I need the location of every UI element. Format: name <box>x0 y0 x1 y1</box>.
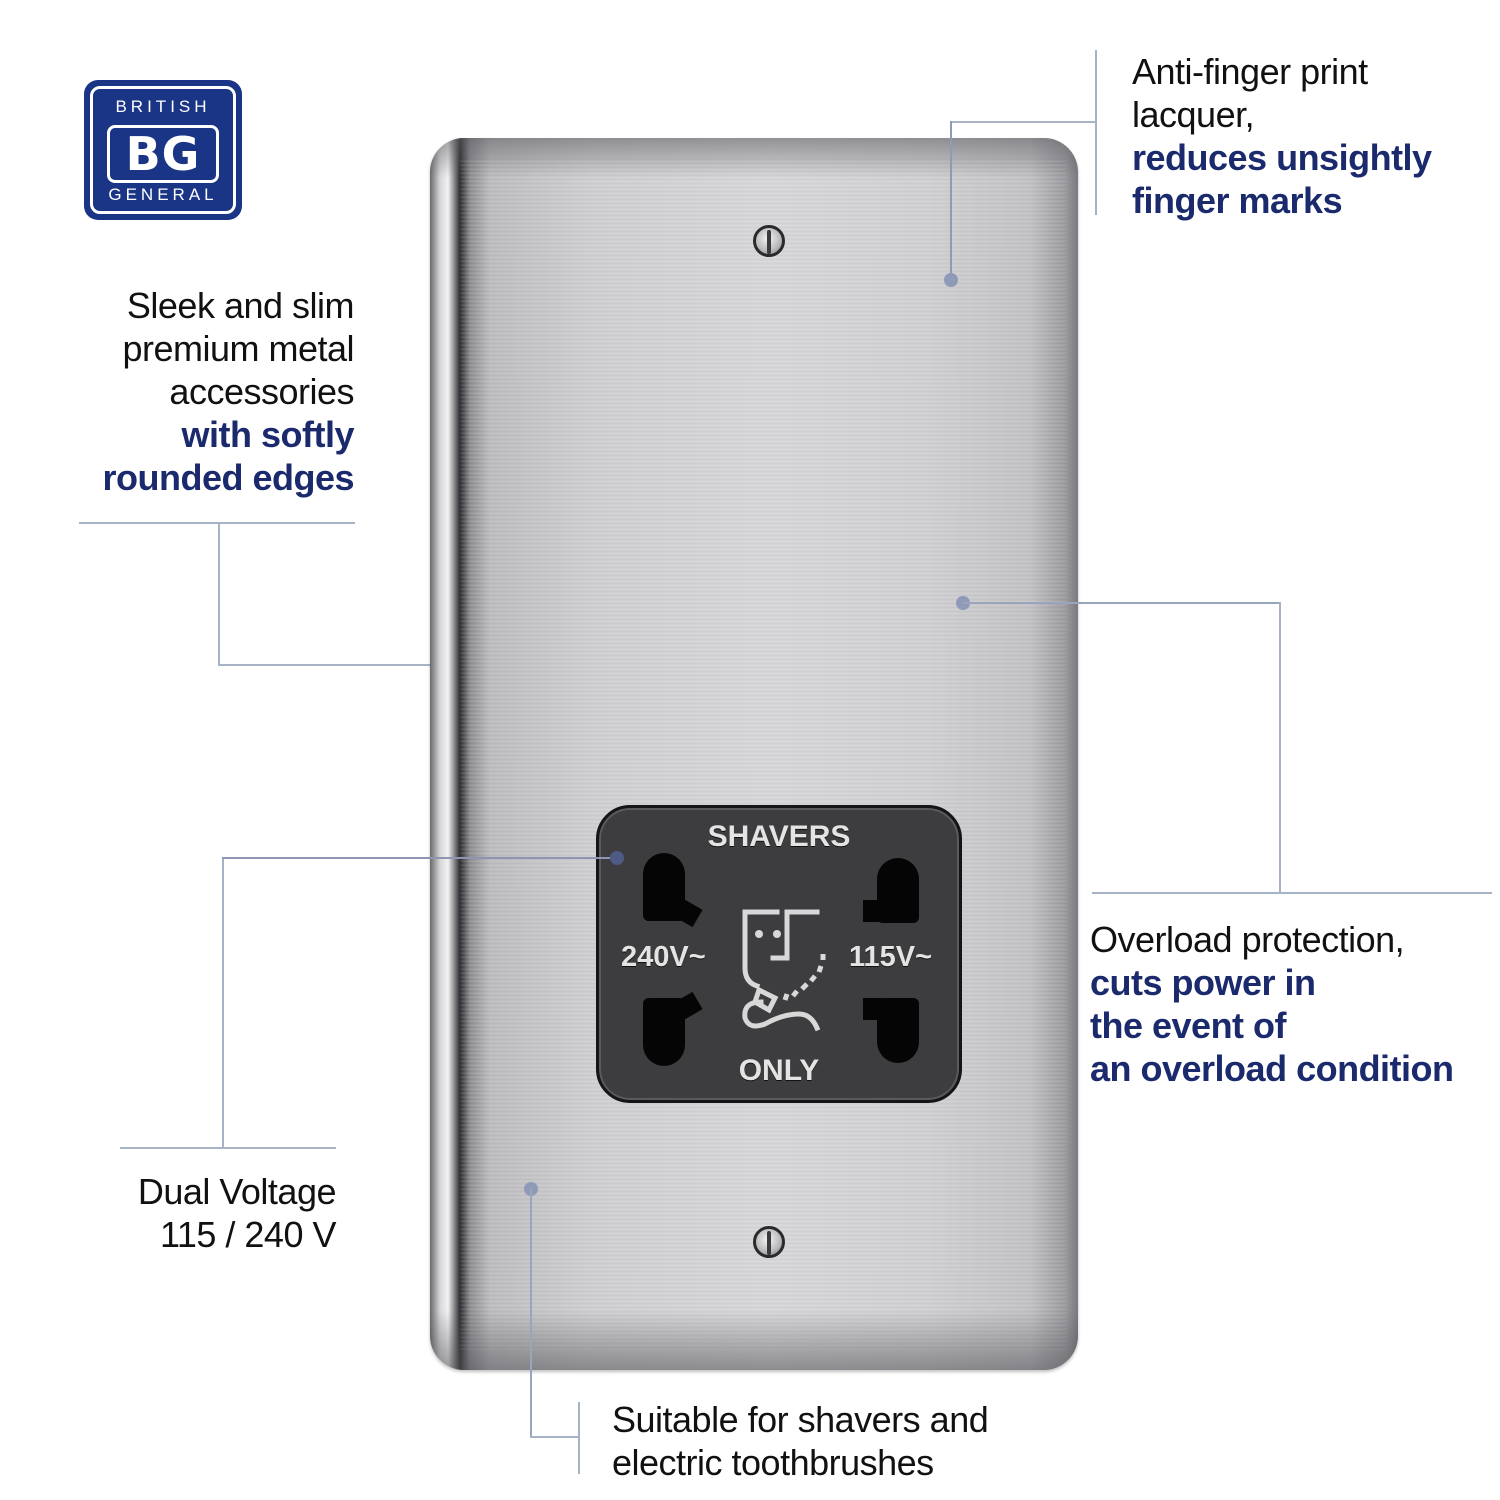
connector-line <box>578 1402 580 1474</box>
connector-line <box>530 1436 580 1438</box>
feature-line-bold: reduces unsightly <box>1132 137 1432 178</box>
feature-line: lacquer, <box>1132 94 1255 135</box>
connector-line <box>950 121 1096 123</box>
feature-line: Overload protection, <box>1090 919 1405 960</box>
logo-bg-box: BG <box>107 125 219 183</box>
brushed-metal-texture <box>460 158 1066 1350</box>
feature-anti-fingerprint-text: Anti-finger print lacquer, reduces unsig… <box>1132 50 1492 222</box>
shaver-socket-outlet[interactable]: SHAVERS ONLY 240V~ 115V~ <box>596 805 962 1103</box>
feature-line: electric toothbrushes <box>612 1442 934 1483</box>
feature-line-bold: finger marks <box>1132 180 1343 221</box>
connector-line <box>963 602 1281 604</box>
socket-label-only: ONLY <box>738 1054 820 1087</box>
feature-sleek-text: Sleek and slim premium metal accessories… <box>40 284 354 499</box>
screw-bottom-icon <box>753 1226 785 1258</box>
feature-line: Suitable for shavers and <box>612 1399 989 1440</box>
connector-line <box>1095 50 1097 215</box>
feature-line: Sleek and slim <box>126 285 355 326</box>
feature-line-bold: rounded edges <box>102 457 354 498</box>
feature-overload-text: Overload protection, cuts power in the e… <box>1090 918 1500 1090</box>
connector-dot <box>944 273 958 287</box>
feature-line: 115 / 240 V <box>160 1214 336 1255</box>
feature-line: Anti-finger print <box>1132 51 1368 92</box>
connector-line <box>1279 602 1281 894</box>
pin-hole-115-bottom <box>877 998 919 1063</box>
pin-hole-115-top <box>877 858 919 923</box>
connector-line <box>530 1188 532 1438</box>
feature-line-bold: the event of <box>1090 1005 1287 1046</box>
connector-line <box>79 522 355 524</box>
feature-line-bold: an overload condition <box>1090 1048 1454 1089</box>
feature-line-bold: cuts power in <box>1090 962 1316 1003</box>
socket-voltage-240: 240V~ <box>621 941 706 973</box>
shaver-socket-faceplate <box>430 138 1078 1370</box>
socket-label-shavers: SHAVERS <box>707 820 851 853</box>
british-general-logo: BRITISH BG GENERAL <box>84 80 242 220</box>
logo-text-british: BRITISH <box>115 97 211 116</box>
connector-dot <box>610 851 624 865</box>
connector-line <box>222 857 224 1149</box>
logo-text-general: GENERAL <box>108 185 218 204</box>
screw-top-icon <box>753 225 785 257</box>
logo-text-bg: BG <box>125 127 201 181</box>
connector-line <box>950 121 952 279</box>
feature-suitable-text: Suitable for shavers and electric toothb… <box>612 1398 1112 1484</box>
shaver-face-icon <box>742 909 826 1032</box>
connector-line <box>222 857 618 859</box>
connector-line <box>218 522 220 666</box>
pin-hole-notch <box>863 900 881 922</box>
feature-line: accessories <box>169 371 354 412</box>
feature-line: premium metal <box>122 328 354 369</box>
logo-frame: BRITISH BG GENERAL <box>90 86 236 214</box>
feature-line: Dual Voltage <box>137 1171 337 1212</box>
pin-hole-notch <box>863 998 881 1020</box>
connector-line <box>1092 892 1492 894</box>
feature-dual-voltage-text: Dual Voltage 115 / 240 V <box>40 1170 337 1256</box>
connector-line <box>120 1147 336 1149</box>
socket-voltage-115: 115V~ <box>849 941 933 973</box>
connector-line <box>218 664 446 666</box>
feature-line-bold: with softly <box>181 414 355 455</box>
